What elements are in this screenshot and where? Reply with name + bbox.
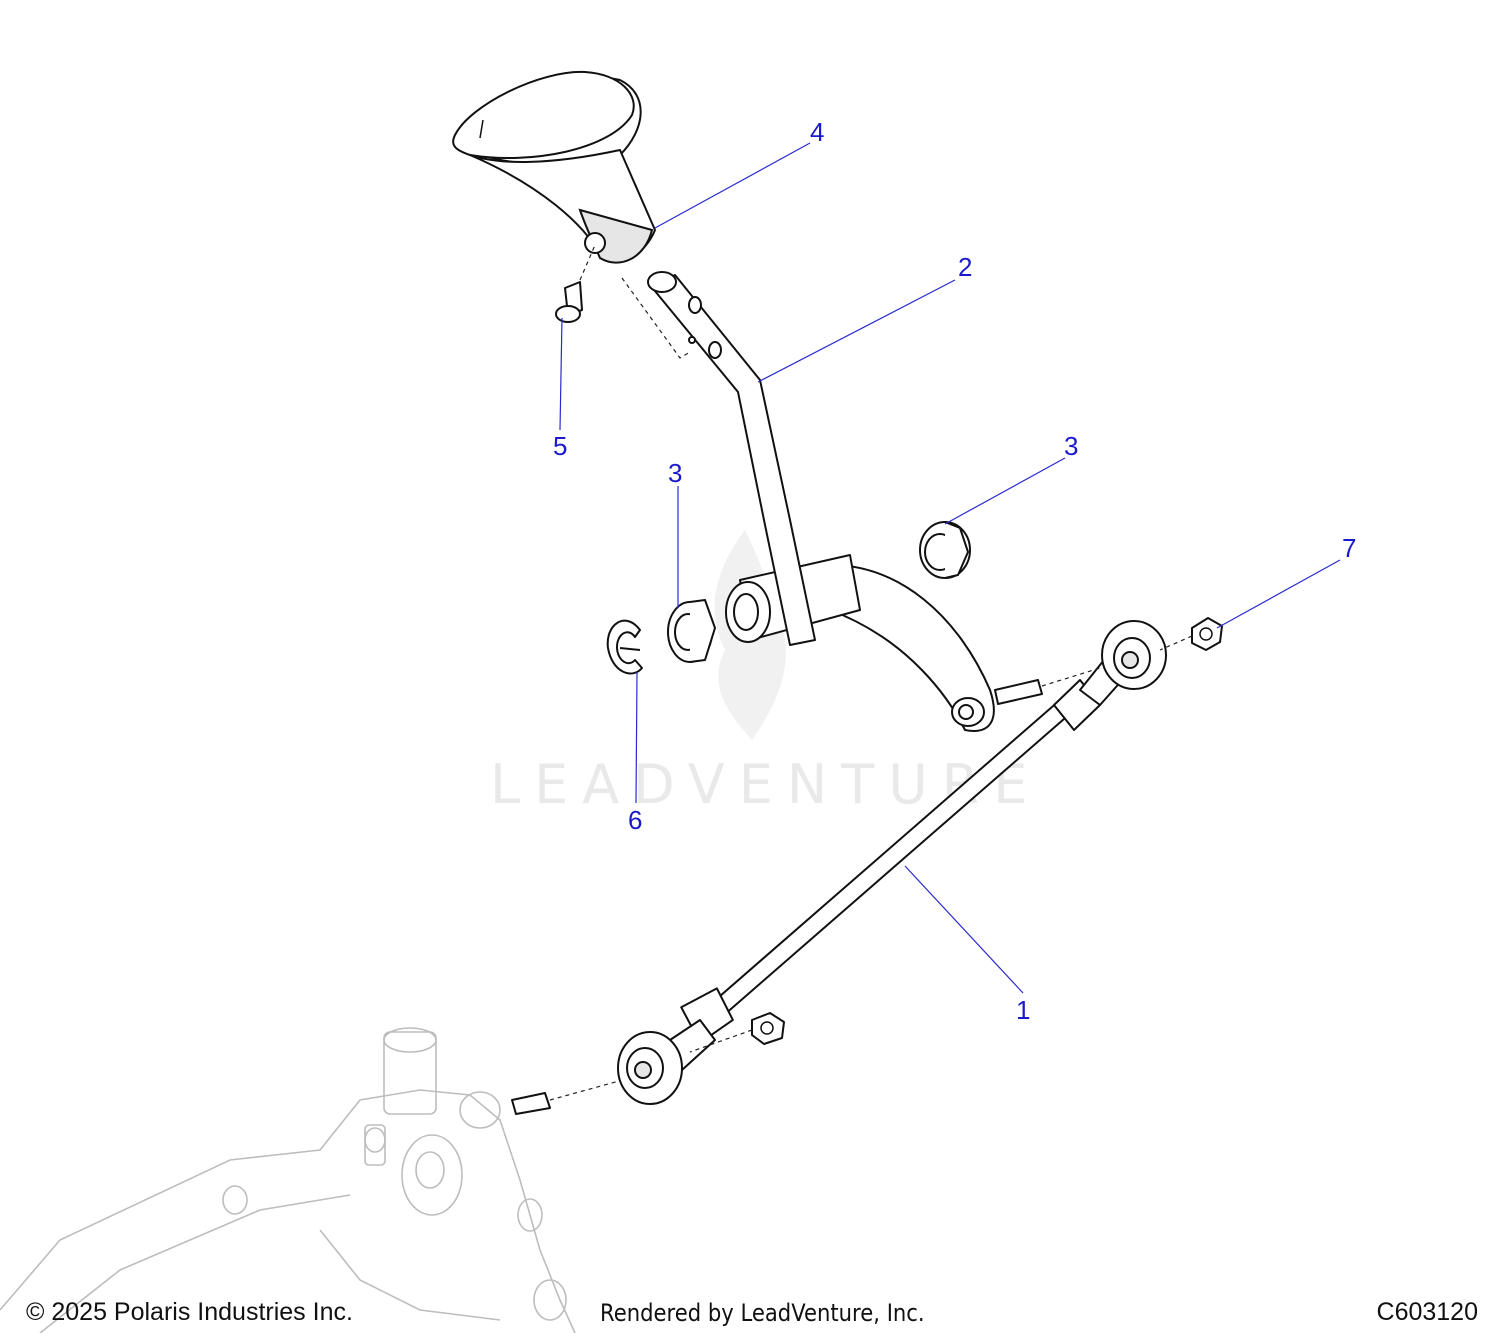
tie-rod-assembly [617, 620, 1167, 1105]
callout-5: 5 [553, 431, 567, 461]
shift-lever [647, 271, 995, 732]
shift-knob [452, 70, 656, 264]
callout-labels: 1 2 3 3 4 5 6 7 [553, 117, 1356, 1025]
callout-6: 6 [628, 805, 642, 835]
upper-nut [1159, 617, 1223, 651]
callout-4: 4 [810, 117, 824, 147]
e-clip [606, 619, 643, 675]
callout-3-right: 3 [1064, 431, 1078, 461]
leader-lines [559, 142, 1341, 994]
callout-7: 7 [1342, 533, 1356, 563]
callout-2: 2 [958, 252, 972, 282]
transmission-housing [0, 1027, 576, 1333]
diagram-code: C603120 [1376, 1298, 1478, 1326]
rendered-by-text: Rendered by LeadVenture, Inc. [600, 1299, 925, 1327]
lever-pin [994, 667, 1101, 705]
callout-3-left: 3 [668, 458, 682, 488]
housing-pin [511, 1077, 631, 1115]
copyright-text: © 2025 Polaris Industries Inc. [26, 1298, 353, 1326]
bushing-left [667, 599, 716, 663]
bushing-right [919, 521, 971, 579]
callout-1: 1 [1016, 995, 1030, 1025]
